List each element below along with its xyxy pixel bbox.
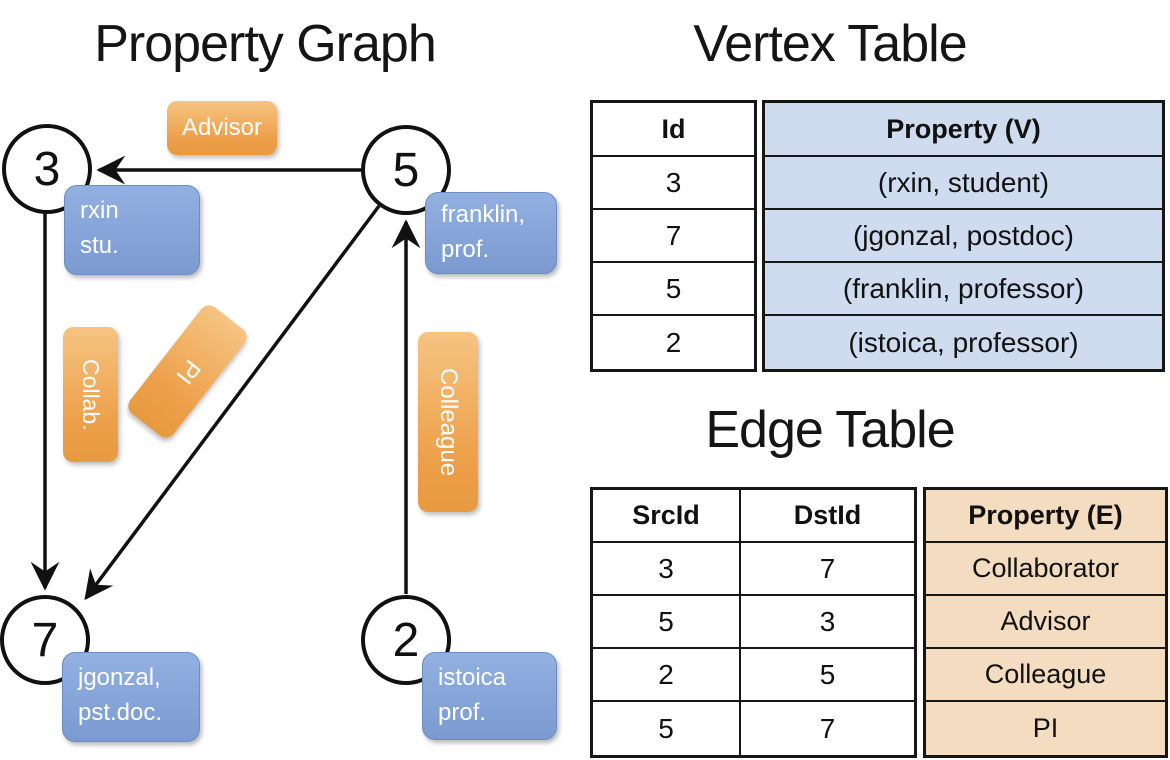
table-cell: 2 <box>665 326 682 358</box>
graph-edges <box>30 155 421 601</box>
node-2-id: 2 <box>392 613 420 667</box>
table-cell: 7 <box>741 543 914 596</box>
vertex-label-franklin-line1: franklin, <box>441 201 526 228</box>
edge-table-src-header: SrcId <box>593 490 741 543</box>
edge-label-colleague: Colleague <box>418 332 478 512</box>
table-cell: 5 <box>741 649 914 702</box>
vertex-table-id-column: Id 3 7 5 2 <box>590 100 757 372</box>
vertex-label-istoica-line1: istoica <box>438 664 507 691</box>
vertex-table-id-header: Id <box>593 103 754 157</box>
vertex-label-franklin-line2: prof. <box>441 235 490 263</box>
edge-table-property-header: Property (E) <box>926 490 1165 543</box>
table-cell: 2 <box>593 649 741 702</box>
node-5-id: 5 <box>392 143 420 197</box>
vertex-label-istoica: istoica prof. <box>422 652 557 740</box>
node-3-id: 3 <box>33 142 61 196</box>
table-cell: (jgonzal, postdoc) <box>765 210 1162 263</box>
vertex-label-jgonzal-line2: pst.doc. <box>78 698 163 726</box>
edge-table-property-column: Property (E) Collaborator Advisor Collea… <box>923 487 1168 758</box>
table-cell: 3 <box>741 596 914 649</box>
edge-5-to-7 <box>84 204 381 601</box>
edge-table-id-columns: SrcId DstId 3 7 5 3 2 5 5 7 <box>590 487 917 758</box>
vertex-label-jgonzal: jgonzal, pst.doc. <box>62 652 200 742</box>
table-cell: (istoica, professor) <box>848 326 1079 358</box>
vertex-label-rxin: rxin stu. <box>64 185 200 275</box>
table-cell: 5 <box>593 596 741 649</box>
node-7-id: 7 <box>31 613 59 667</box>
table-cell: PI <box>1032 713 1059 743</box>
vertex-label-franklin: franklin, prof. <box>425 192 557 274</box>
graph-node-5: 5 <box>361 125 451 215</box>
table-cell: 3 <box>593 157 754 210</box>
vertex-label-jgonzal-line1: jgonzal, <box>78 664 161 691</box>
table-cell: Collaborator <box>926 543 1165 596</box>
vertex-table-property-header: Property (V) <box>765 103 1162 157</box>
table-cell: 3 <box>593 543 741 596</box>
graph-node-2: 2 <box>361 595 451 685</box>
property-graph-title: Property Graph <box>94 15 437 73</box>
edge-label-advisor: Advisor <box>167 101 277 155</box>
table-cell: (rxin, student) <box>765 157 1162 210</box>
edge-table-title: Edge Table <box>705 401 955 459</box>
table-cell: 7 <box>819 712 836 744</box>
vertex-table-property-column: Property (V) (rxin, student) (jgonzal, p… <box>762 100 1165 372</box>
vertex-table-title: Vertex Table <box>693 15 967 73</box>
table-cell: (franklin, professor) <box>765 263 1162 316</box>
vertex-label-istoica-line2: prof. <box>438 698 487 726</box>
vertex-label-rxin-line1: rxin <box>80 197 119 224</box>
table-cell: 7 <box>593 210 754 263</box>
edge-table-dst-header: DstId <box>741 490 914 543</box>
table-cell: 5 <box>593 263 754 316</box>
edge-label-collab: Collab. <box>63 327 118 462</box>
table-cell: Advisor <box>926 596 1165 649</box>
table-cell: Colleague <box>926 649 1165 702</box>
vertex-label-rxin-line2: stu. <box>80 231 119 259</box>
table-cell: 5 <box>593 702 741 755</box>
